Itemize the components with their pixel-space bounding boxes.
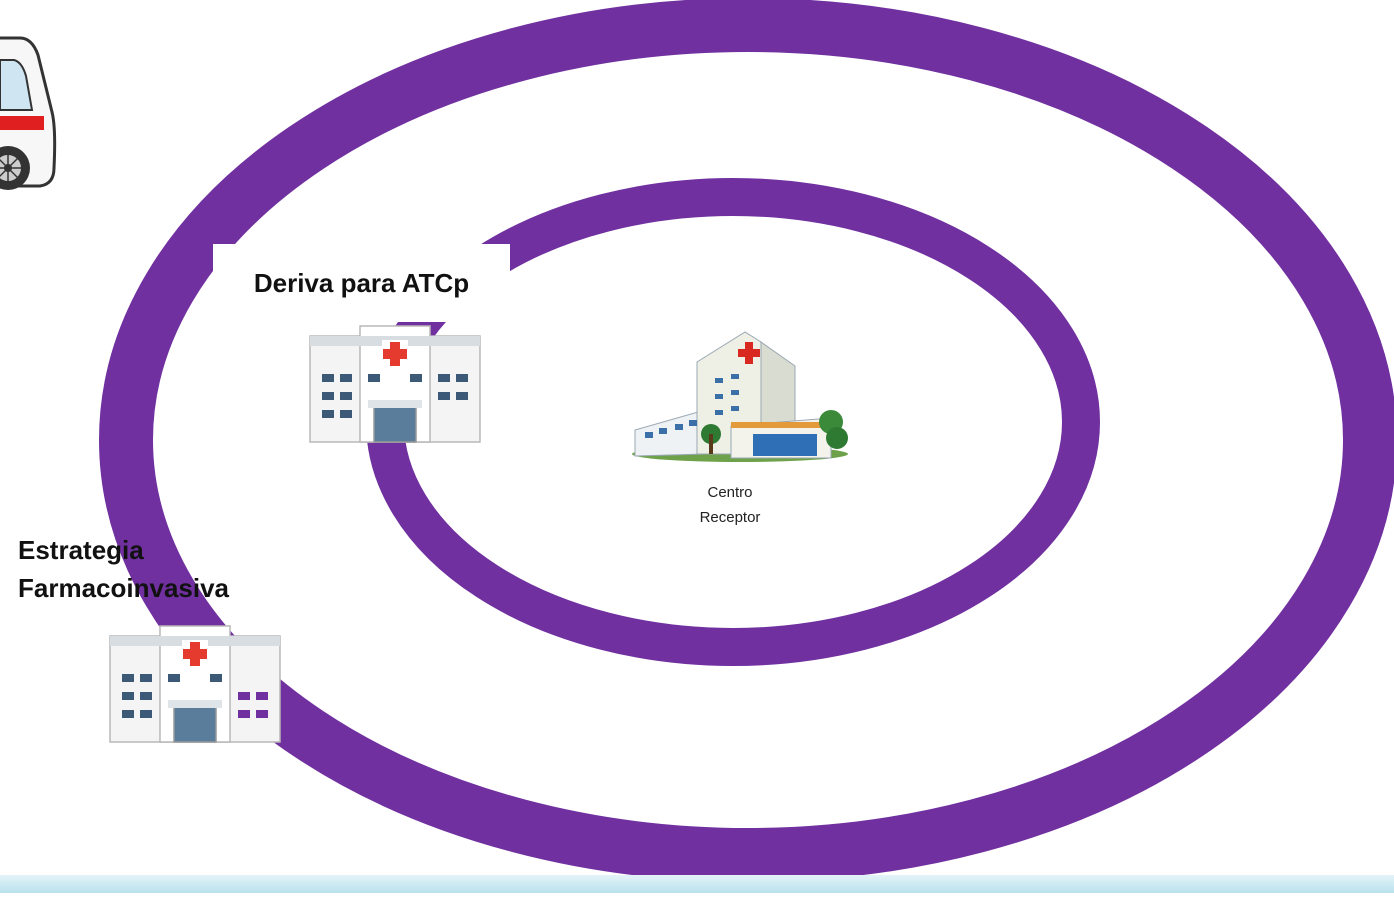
centro-label-line1: Centro xyxy=(707,484,753,501)
hospital-building-icon xyxy=(632,331,848,462)
hospital-icon xyxy=(309,325,481,443)
bottom-band xyxy=(0,875,1394,893)
outer-ring xyxy=(99,0,1394,882)
estrategia-label: Estrategia Farmacoinvasiva xyxy=(18,531,318,607)
deriva-label-text: Deriva para ATCp xyxy=(253,268,470,298)
ambulance-icon xyxy=(0,36,57,190)
estrategia-label-line1: Estrategia xyxy=(18,535,144,565)
centro-label-line2: Receptor xyxy=(699,509,761,526)
hospital-icon xyxy=(109,625,281,743)
deriva-label: Deriva para ATCp xyxy=(213,244,510,322)
centro-receptor-label: Centro Receptor xyxy=(660,480,800,530)
estrategia-label-line2: Farmacoinvasiva xyxy=(18,573,230,603)
